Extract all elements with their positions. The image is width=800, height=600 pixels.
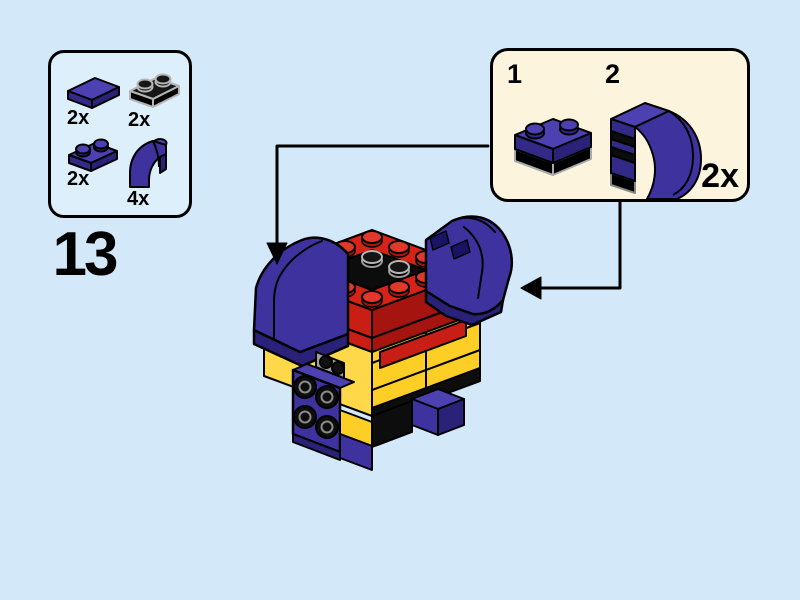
part-qty-label: 2x	[67, 107, 90, 129]
substep-1-label: 1	[507, 59, 523, 89]
arrowhead-down-icon	[266, 242, 288, 265]
model-legs	[292, 388, 465, 471]
substep-callout-panel: 1 2	[490, 48, 750, 202]
model-right-ear	[424, 215, 513, 327]
model-left-ear	[252, 236, 350, 368]
substep-2-assembly-icon	[610, 102, 702, 200]
model-side-stud-block	[291, 363, 355, 454]
part-qty-label: 4x	[127, 188, 150, 210]
part-tile-1x2-purple-icon	[67, 77, 120, 109]
substep-1-assembly-icon	[514, 118, 592, 176]
side-studs	[293, 375, 339, 439]
arrowhead-left-icon	[520, 276, 542, 300]
part-plate-1x2-purple-icon	[68, 138, 118, 172]
part-slope-curved-1x2-purple-icon	[129, 138, 168, 188]
part-qty-label: 2x	[67, 168, 90, 190]
part-qty-label: 2x	[128, 109, 151, 131]
callout-qty-label: 2x	[701, 157, 739, 195]
part-plate-1x2-black-icon	[129, 73, 180, 108]
arrow-to-right-ear	[520, 199, 622, 300]
substep-2-label: 2	[605, 59, 621, 89]
step-number: 13	[52, 220, 119, 289]
arrow-to-left-ear	[266, 144, 490, 265]
brickheadz-model	[252, 215, 513, 471]
model-gray-bracket	[315, 351, 345, 379]
parts-list-panel: 2x 2x 2x	[48, 50, 192, 218]
